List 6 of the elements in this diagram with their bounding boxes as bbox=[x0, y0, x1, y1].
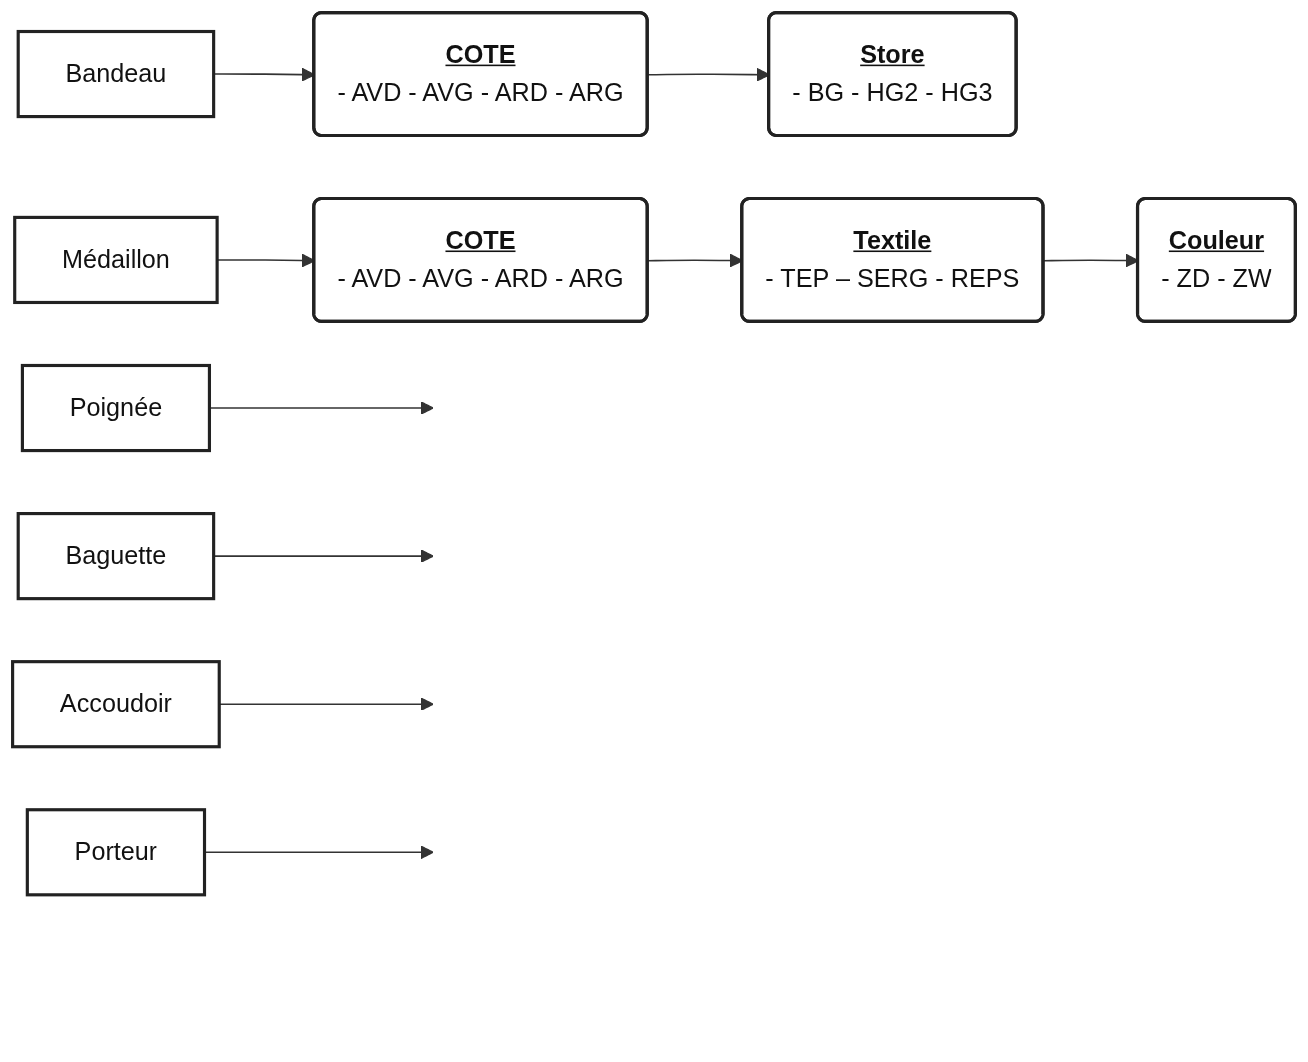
node-box: Porteur bbox=[25, 808, 207, 897]
node-box: Médaillon bbox=[13, 215, 219, 305]
node-box: Bandeau bbox=[16, 29, 216, 119]
node-box: Accoudoir bbox=[11, 660, 221, 749]
node-box: Poignée bbox=[20, 363, 211, 453]
node-box: Baguette bbox=[16, 512, 216, 601]
